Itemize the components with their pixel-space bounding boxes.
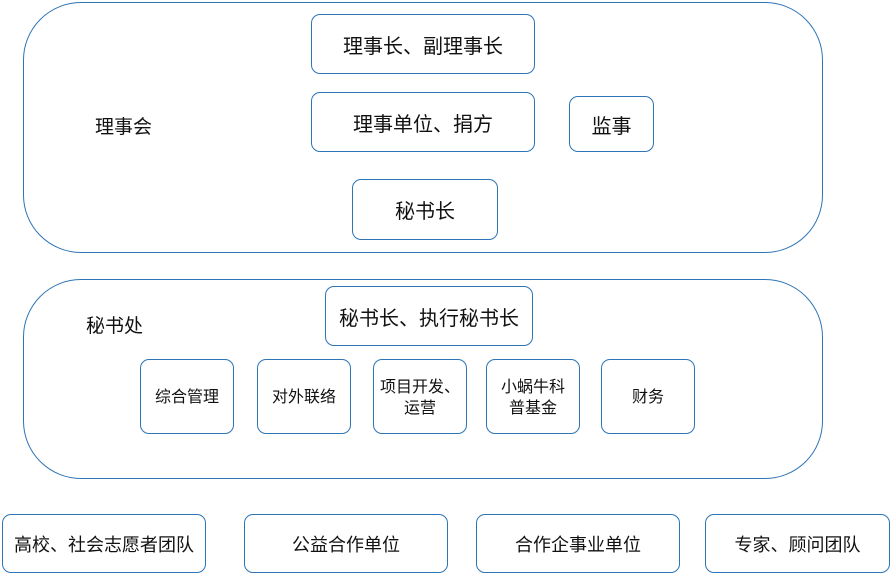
department-text: 项目开发、 运营 — [379, 376, 460, 417]
department-text: 小蜗牛科 普基金 — [500, 376, 565, 417]
chairs-text: 理事长、副理事长 — [343, 33, 503, 58]
board-label: 理事会 — [95, 116, 153, 138]
secretariat-heads-text: 秘书长、执行秘书长 — [339, 305, 519, 330]
department-box: 对外联络 — [257, 359, 351, 434]
partner-text: 公益合作单位 — [292, 534, 400, 556]
partner-box: 合作企事业单位 — [476, 514, 680, 573]
members-text: 理事单位、捐方 — [353, 111, 493, 136]
partner-text: 合作企事业单位 — [515, 534, 641, 556]
department-box: 财务 — [601, 359, 695, 434]
chairs-box: 理事长、副理事长 — [311, 14, 535, 74]
partner-box: 专家、顾问团队 — [705, 514, 890, 573]
supervisor-text: 监事 — [591, 113, 632, 138]
department-text: 对外联络 — [271, 387, 336, 406]
department-box: 小蜗牛科 普基金 — [486, 359, 580, 434]
secretariat-label: 秘书处 — [86, 315, 144, 337]
department-text: 综合管理 — [154, 387, 219, 406]
supervisor-box: 监事 — [569, 96, 654, 152]
members-box: 理事单位、捐方 — [311, 92, 535, 152]
secretariat-heads-box: 秘书长、执行秘书长 — [325, 286, 533, 346]
partner-text: 专家、顾问团队 — [734, 534, 861, 556]
partner-text: 高校、社会志愿者团队 — [14, 534, 194, 556]
department-box: 项目开发、 运营 — [373, 359, 467, 434]
secretary-general-box: 秘书长 — [352, 179, 498, 240]
partner-box: 高校、社会志愿者团队 — [2, 514, 206, 573]
secretary-general-text: 秘书长 — [395, 199, 455, 223]
partner-box: 公益合作单位 — [244, 514, 448, 573]
department-box: 综合管理 — [140, 359, 234, 434]
department-text: 财务 — [631, 387, 664, 406]
